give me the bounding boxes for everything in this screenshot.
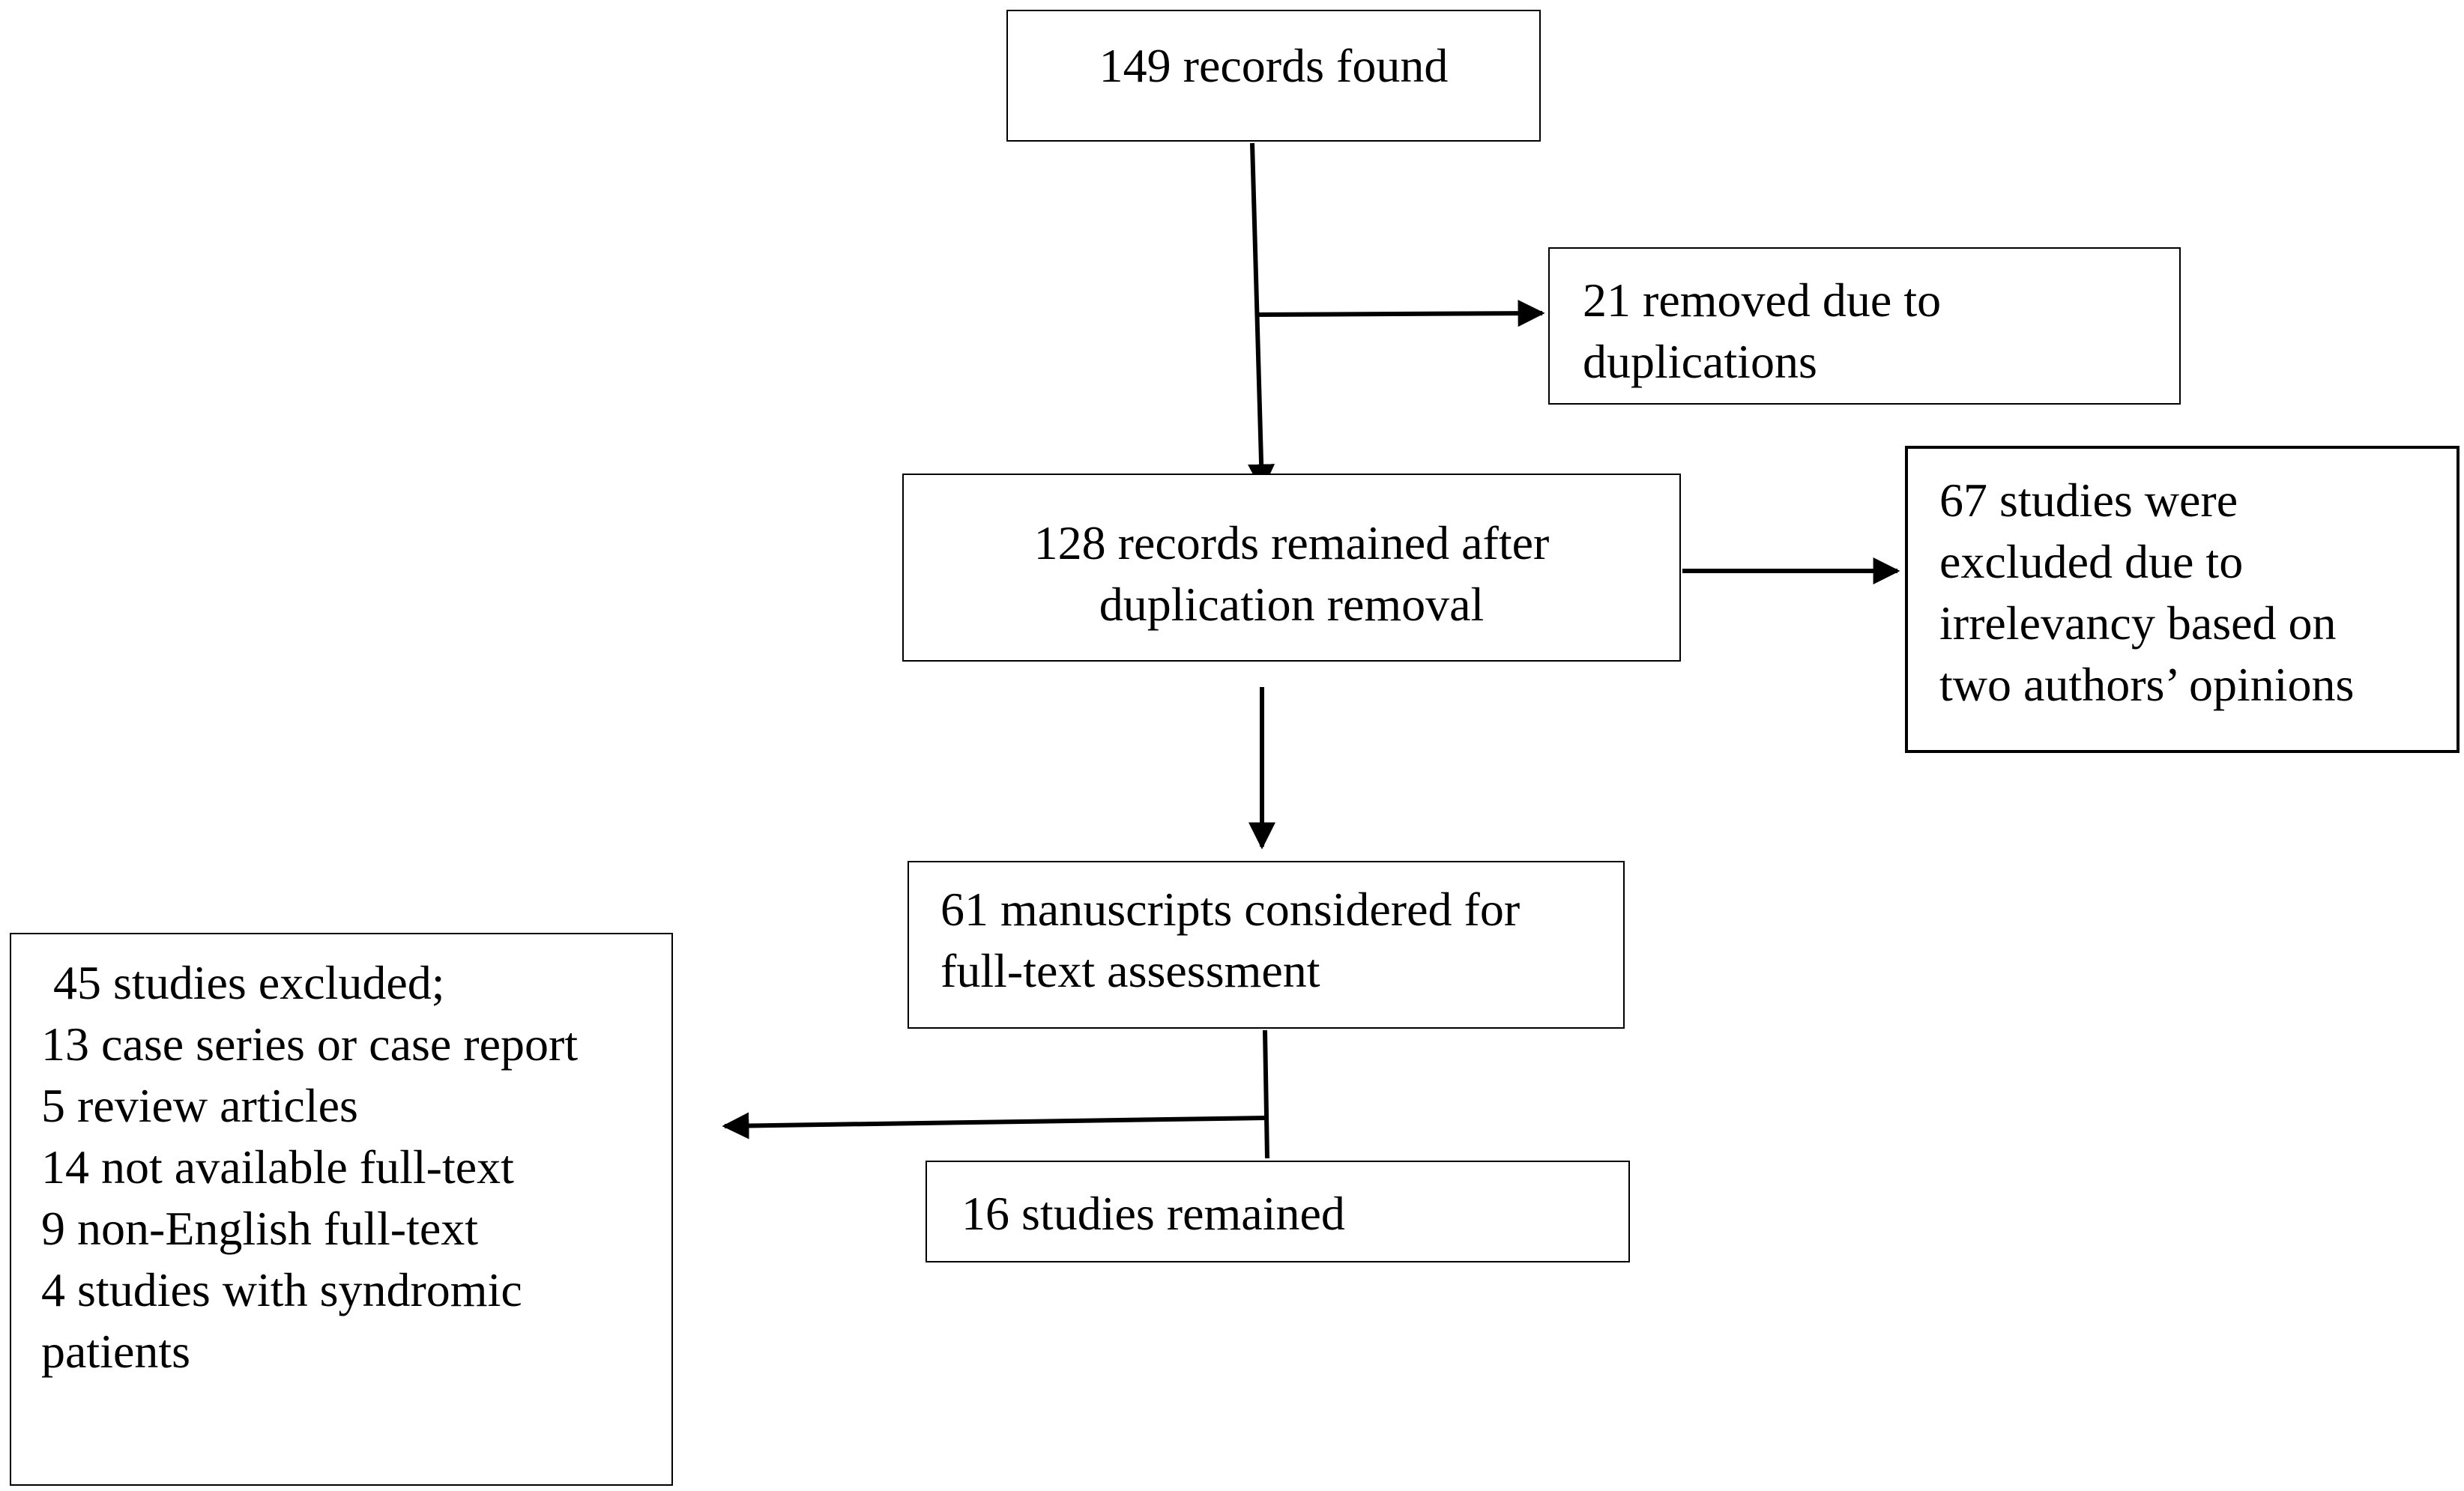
records-remained-line-1: 128 records remained after: [1033, 516, 1550, 569]
fulltext-considered-line-1: 61 manuscripts considered for: [940, 883, 1521, 936]
fulltext-excluded-line-7: patients: [41, 1325, 191, 1378]
excluded-irrelevant-box: 67 studies were excluded due to irreleva…: [1905, 446, 2460, 753]
arrow-to-duplicates-removed: [1254, 300, 1545, 327]
fulltext-excluded-line-1: 45 studies excluded;: [41, 956, 445, 1009]
excluded-irrelevant-line-1: 67 studies were: [1939, 474, 2238, 527]
fulltext-considered-box: 61 manuscripts considered for full-text …: [908, 861, 1625, 1029]
studies-remained-box: 16 studies remained: [925, 1161, 1630, 1262]
excluded-irrelevant-line-4: two authors’ opinions: [1939, 658, 2355, 711]
studies-remained-text: 16 studies remained: [961, 1187, 1345, 1240]
duplicates-removed-line-2: duplications: [1583, 335, 1817, 388]
connector-fulltext-to-remained: [1263, 1029, 1269, 1159]
fulltext-excluded-line-5: 9 non-English full-text: [41, 1202, 479, 1255]
fulltext-excluded-line-4: 14 not available full-text: [41, 1140, 514, 1194]
fulltext-excluded-line-2: 13 case series or case report: [41, 1017, 579, 1071]
duplicates-removed-line-1: 21 removed due to: [1583, 273, 1942, 327]
fulltext-excluded-line-3: 5 review articles: [41, 1079, 358, 1132]
excluded-irrelevant-line-3: irrelevancy based on: [1939, 596, 2337, 650]
fulltext-considered-line-2: full-text assessment: [940, 944, 1320, 997]
records-found-box: 149 records found: [1006, 10, 1541, 142]
duplicates-removed-box: 21 removed due to duplications: [1548, 247, 2181, 405]
fulltext-excluded-box: 45 studies excluded; 13 case series or c…: [10, 933, 673, 1486]
records-remained-line-2: duplication removal: [1099, 578, 1485, 631]
records-remained-box: 128 records remained after duplication r…: [902, 474, 1681, 662]
fulltext-excluded-line-6: 4 studies with syndromic: [41, 1263, 522, 1316]
arrow-to-fulltext-excluded: [722, 1112, 1268, 1140]
records-found-text: 149 records found: [1099, 39, 1449, 92]
excluded-irrelevant-line-2: excluded due to: [1939, 535, 2244, 588]
